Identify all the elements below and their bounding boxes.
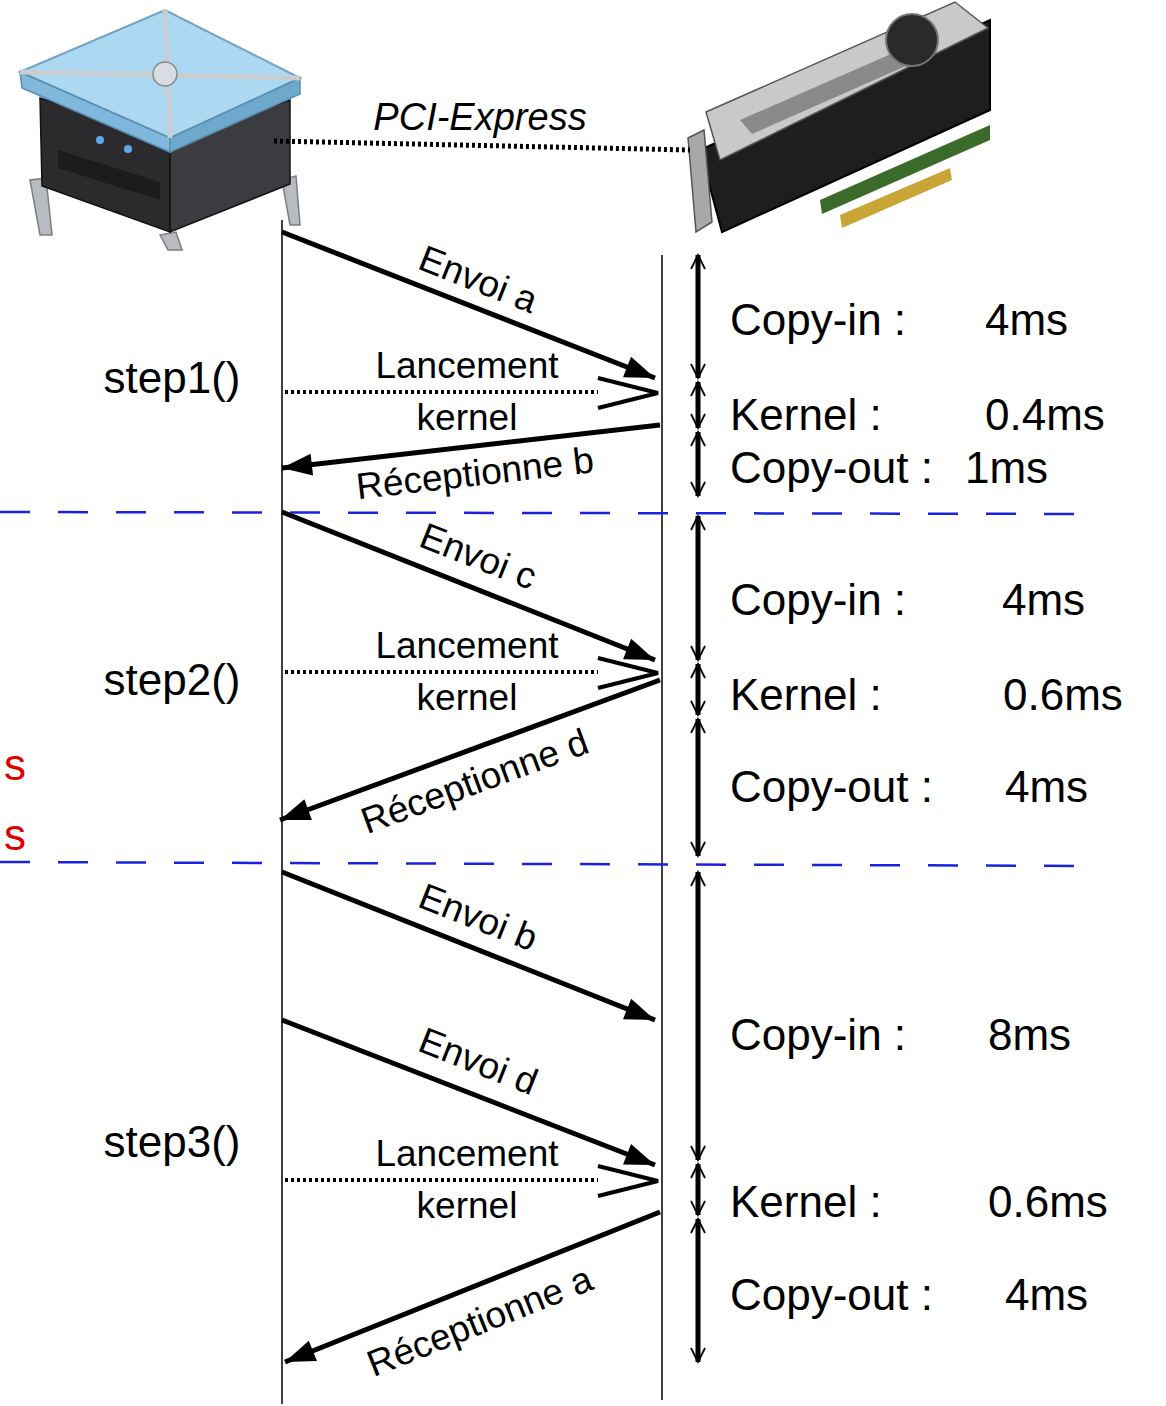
timing-value: 4ms — [1002, 575, 1085, 626]
server-bay — [58, 150, 160, 200]
gpu-card-illustration — [688, 2, 990, 232]
duration-bracket — [696, 255, 701, 378]
duration-bracket — [696, 516, 701, 660]
duration-bracket — [696, 1219, 701, 1362]
kernel-launch-label: Lancement kernel — [367, 620, 567, 724]
timing-value: 0.4ms — [985, 390, 1105, 441]
bus-label: PCI-Express — [373, 96, 586, 140]
timing-label: Copy-out : — [730, 443, 933, 494]
timing-label: Copy-out : — [730, 1270, 933, 1321]
pci-express-link — [274, 141, 690, 150]
step-separator — [0, 862, 1100, 866]
timing-value: 0.6ms — [988, 1177, 1108, 1228]
step-separator — [0, 512, 1100, 514]
timing-label: Copy-out : — [730, 762, 933, 813]
server-leg — [160, 232, 182, 250]
server-led — [96, 136, 104, 144]
server-glass-edge — [20, 72, 170, 152]
timing-label: Copy-in : — [730, 295, 906, 346]
send-arrow — [282, 872, 655, 1020]
gpu-lifeline — [661, 255, 663, 1400]
kernel-launch-label: Lancement kernel — [367, 340, 567, 444]
step-name: step1() — [104, 353, 241, 404]
message-label: Réceptionne a — [361, 1258, 598, 1386]
message-label: Réceptionne d — [356, 721, 595, 843]
gpu-fan — [886, 14, 938, 66]
kernel-launch-line — [285, 1178, 598, 1182]
duration-bracket — [696, 1164, 701, 1215]
timing-value: 1ms — [965, 443, 1048, 494]
server-glass-top — [20, 10, 300, 138]
timing-value: 4ms — [1005, 762, 1088, 813]
margin-mark: s — [4, 810, 26, 861]
kernel-launch-chevron — [598, 1166, 658, 1196]
server-logo — [153, 62, 177, 86]
duration-brackets — [696, 255, 701, 1362]
margin-mark: s — [4, 740, 26, 791]
message-label: Envoi b — [413, 876, 543, 961]
host-computer-illustration — [20, 10, 300, 250]
timing-value: 4ms — [985, 295, 1068, 346]
message-label: Envoi c — [414, 515, 542, 599]
message-label: Envoi a — [413, 238, 543, 323]
kernel-launch-label: Lancement kernel — [367, 1128, 567, 1232]
timing-label: Kernel : — [730, 1177, 882, 1228]
timing-label: Kernel : — [730, 670, 882, 721]
duration-bracket — [696, 719, 701, 856]
timing-value: 8ms — [988, 1010, 1071, 1061]
duration-bracket — [696, 382, 701, 428]
kernel-launch-chevron — [598, 378, 658, 408]
gpu-shroud-stripe — [740, 50, 915, 134]
kernel-launch-line — [285, 670, 598, 674]
gpu-bracket — [688, 130, 712, 232]
message-label: Envoi d — [413, 1020, 543, 1105]
message-label: Réceptionne b — [354, 439, 596, 508]
gpu-shroud — [706, 2, 988, 160]
timing-label: Copy-in : — [730, 1010, 906, 1061]
duration-bracket — [696, 872, 701, 1160]
timing-label: Kernel : — [730, 390, 882, 441]
server-led — [124, 145, 132, 153]
duration-bracket — [696, 664, 701, 715]
step-name: step2() — [104, 655, 241, 706]
gpu-connector — [840, 168, 952, 228]
gpu-pcb — [820, 125, 990, 214]
kernel-launch-line — [285, 390, 598, 394]
duration-bracket — [696, 432, 701, 496]
timing-value: 0.6ms — [1003, 670, 1123, 721]
timing-value: 4ms — [1005, 1270, 1088, 1321]
timing-label: Copy-in : — [730, 575, 906, 626]
host-lifeline — [281, 220, 283, 1404]
step-name: step3() — [104, 1117, 241, 1168]
